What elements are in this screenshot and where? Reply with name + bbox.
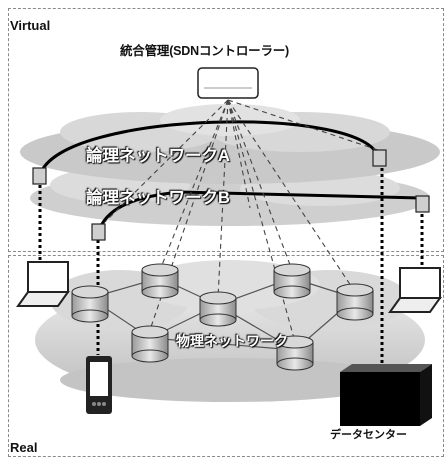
virtual-layer-frame [8, 8, 444, 252]
real-layer-frame [8, 255, 444, 457]
switch-cylinder-3 [199, 291, 237, 327]
real-label: Real [10, 440, 38, 455]
smartphone-icon [86, 356, 112, 414]
layer-connectors [38, 168, 424, 368]
switch-cylinder-1 [71, 285, 109, 323]
switch-cylinder-2 [141, 263, 179, 299]
physical-switches [71, 263, 374, 371]
network-a-link [38, 120, 380, 176]
controller-label: 統合管理(SDNコントローラー) [120, 44, 290, 58]
virtual-switch-2 [372, 149, 387, 167]
virtual-switches [32, 149, 430, 241]
switch-cylinder-7 [276, 335, 314, 371]
network-b-link [98, 190, 421, 229]
datacenter-label: データセンター [330, 429, 407, 441]
sdn-controller-box [197, 67, 259, 99]
switch-cylinder-6 [131, 325, 169, 363]
virtual-switch-3 [91, 223, 106, 241]
virtual-switch-1 [32, 167, 47, 185]
laptop-left-icon [16, 261, 70, 307]
virtual-switch-4 [415, 195, 430, 213]
logical-network-a-label: 論理ネットワークA [86, 147, 230, 165]
virtual-label: Virtual [10, 18, 51, 33]
switch-cylinder-5 [336, 283, 374, 321]
logical-network-b-label: 論理ネットワークB [86, 189, 230, 207]
physical-network-label: 物理ネットワーク [176, 333, 288, 349]
switch-cylinder-4 [273, 263, 311, 299]
datacenter-icon [340, 364, 432, 426]
laptop-right-icon [388, 267, 442, 313]
